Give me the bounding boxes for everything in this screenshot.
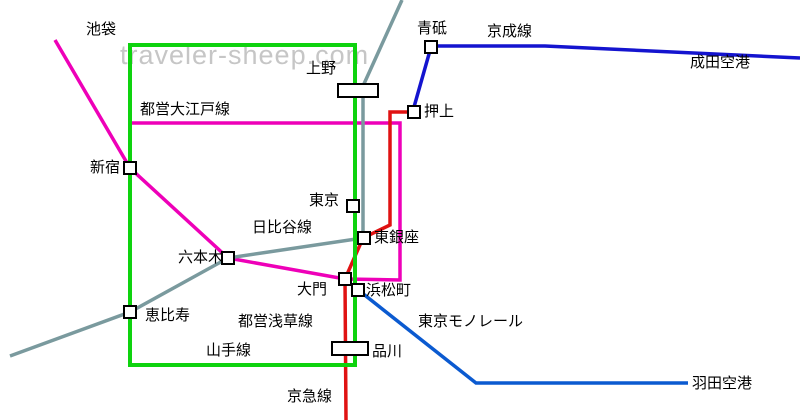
station-label-narita-airport: 成田空港 — [690, 54, 751, 71]
station-marker-higashi-ginza — [357, 231, 371, 245]
station-label-ikebukuro: 池袋 — [86, 21, 117, 38]
station-label-daimon: 大門 — [297, 281, 328, 298]
line-label-monorail: 東京モノレール — [418, 313, 524, 330]
station-label-ueno: 上野 — [306, 60, 337, 77]
station-label-shinjuku: 新宿 — [90, 159, 121, 176]
hibiya-line-path — [9, 0, 404, 358]
station-marker-roppongi — [221, 251, 235, 265]
station-marker-hamamatsucho — [351, 283, 365, 297]
keisei-branch-path — [412, 46, 433, 108]
asakusa-keikyu-line-path — [343, 110, 408, 420]
station-label-roppongi: 六本木 — [178, 249, 224, 266]
station-marker-shinjuku — [123, 161, 137, 175]
line-label-keikyu: 京急線 — [287, 388, 333, 405]
station-label-tokyo: 東京 — [309, 192, 340, 209]
station-marker-oshiage — [407, 105, 421, 119]
station-marker-shinagawa — [331, 341, 369, 356]
station-label-hamamatsucho: 浜松町 — [366, 282, 412, 299]
station-label-aoto: 青砥 — [417, 20, 448, 37]
station-marker-aoto — [424, 40, 438, 54]
station-label-ebisu: 恵比寿 — [145, 307, 191, 324]
line-label-keisei: 京成線 — [487, 23, 533, 40]
station-label-haneda-airport: 羽田空港 — [692, 375, 753, 392]
line-label-oedo: 都営大江戸線 — [140, 101, 231, 118]
keisei-line-path — [431, 44, 800, 60]
station-label-shinagawa: 品川 — [372, 343, 403, 360]
station-label-oshiage: 押上 — [424, 103, 455, 120]
line-label-hibiya: 日比谷線 — [252, 219, 313, 236]
station-marker-ueno — [337, 83, 379, 98]
station-marker-ebisu — [123, 305, 137, 319]
line-label-asakusa: 都営浅草線 — [238, 313, 314, 330]
line-label-yamanote: 山手線 — [206, 342, 252, 359]
station-marker-tokyo — [346, 199, 360, 213]
station-label-higashi-ginza: 東銀座 — [374, 229, 420, 246]
monorail-line-path — [355, 287, 688, 385]
station-marker-daimon — [338, 272, 352, 286]
